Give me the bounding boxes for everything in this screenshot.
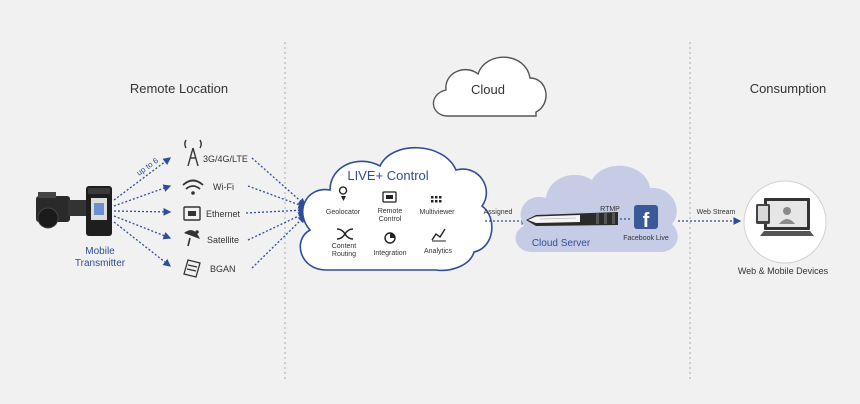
geolocator-icon — [338, 186, 348, 201]
live-control-cloud — [299, 146, 493, 272]
transmitter-label-line1: Mobile — [85, 246, 115, 257]
remote-control-icon — [382, 191, 397, 203]
feature-integration: Integration — [373, 250, 406, 257]
up-to-6-badge: up to 6 — [135, 156, 161, 178]
feature-content-routing-line1: Content — [332, 243, 357, 250]
monitor-icon — [760, 198, 814, 236]
feature-remote-control-line2: Control — [379, 216, 402, 223]
connection-label: Ethernet — [206, 209, 241, 219]
feature-content-routing-line2: Routing — [332, 251, 356, 258]
feature-multiviewer: Multiviewer — [419, 209, 455, 216]
connection-links — [245, 157, 307, 269]
analytics-icon — [431, 228, 446, 242]
section-title-consumption: Consumption — [750, 81, 827, 96]
connection-label: Wi-Fi — [213, 182, 234, 192]
web-stream-label: Web Stream — [697, 209, 736, 216]
server-rack-icon — [526, 212, 618, 226]
rtmp-label: RTMP — [600, 206, 620, 213]
devices-label: Web & Mobile Devices — [738, 266, 829, 276]
bgan-terminal-icon — [183, 259, 201, 278]
connection-label: Satellite — [207, 235, 239, 245]
assigned-label: Assigned — [484, 209, 513, 216]
facebook-icon: f — [634, 205, 658, 232]
cloud-server-shape — [515, 165, 678, 252]
satellite-dish-icon — [184, 230, 200, 247]
transmitter-label-line2: Transmitter — [75, 258, 126, 269]
live-control-title: LIVE+ Control — [347, 168, 428, 183]
cloud-shape-header — [432, 56, 547, 117]
feature-analytics: Analytics — [424, 248, 453, 255]
transmitter-device-icon — [86, 186, 112, 236]
feature-remote-control-line1: Remote — [378, 208, 403, 215]
multiviewer-icon — [431, 196, 442, 203]
connection-labels: 3G/4G/LTE Wi-Fi Ethernet Satellite BGAN — [203, 154, 248, 274]
transmitter-links — [113, 157, 172, 267]
section-title-remote: Remote Location — [130, 81, 228, 96]
tablet-icon — [756, 204, 770, 224]
connection-label: 3G/4G/LTE — [203, 154, 248, 164]
wifi-icon — [182, 179, 204, 195]
feature-geolocator: Geolocator — [326, 209, 361, 216]
integration-icon — [384, 232, 396, 244]
facebook-live-label: Facebook Live — [623, 235, 669, 242]
camera-icon — [36, 192, 86, 229]
cloud-server-label: Cloud Server — [532, 238, 591, 249]
facebook-glyph: f — [643, 210, 650, 232]
ethernet-icon — [183, 206, 201, 221]
content-routing-icon — [336, 228, 354, 240]
connection-label: BGAN — [210, 264, 236, 274]
cell-tower-icon — [184, 139, 202, 167]
section-title-cloud: Cloud — [471, 82, 505, 97]
